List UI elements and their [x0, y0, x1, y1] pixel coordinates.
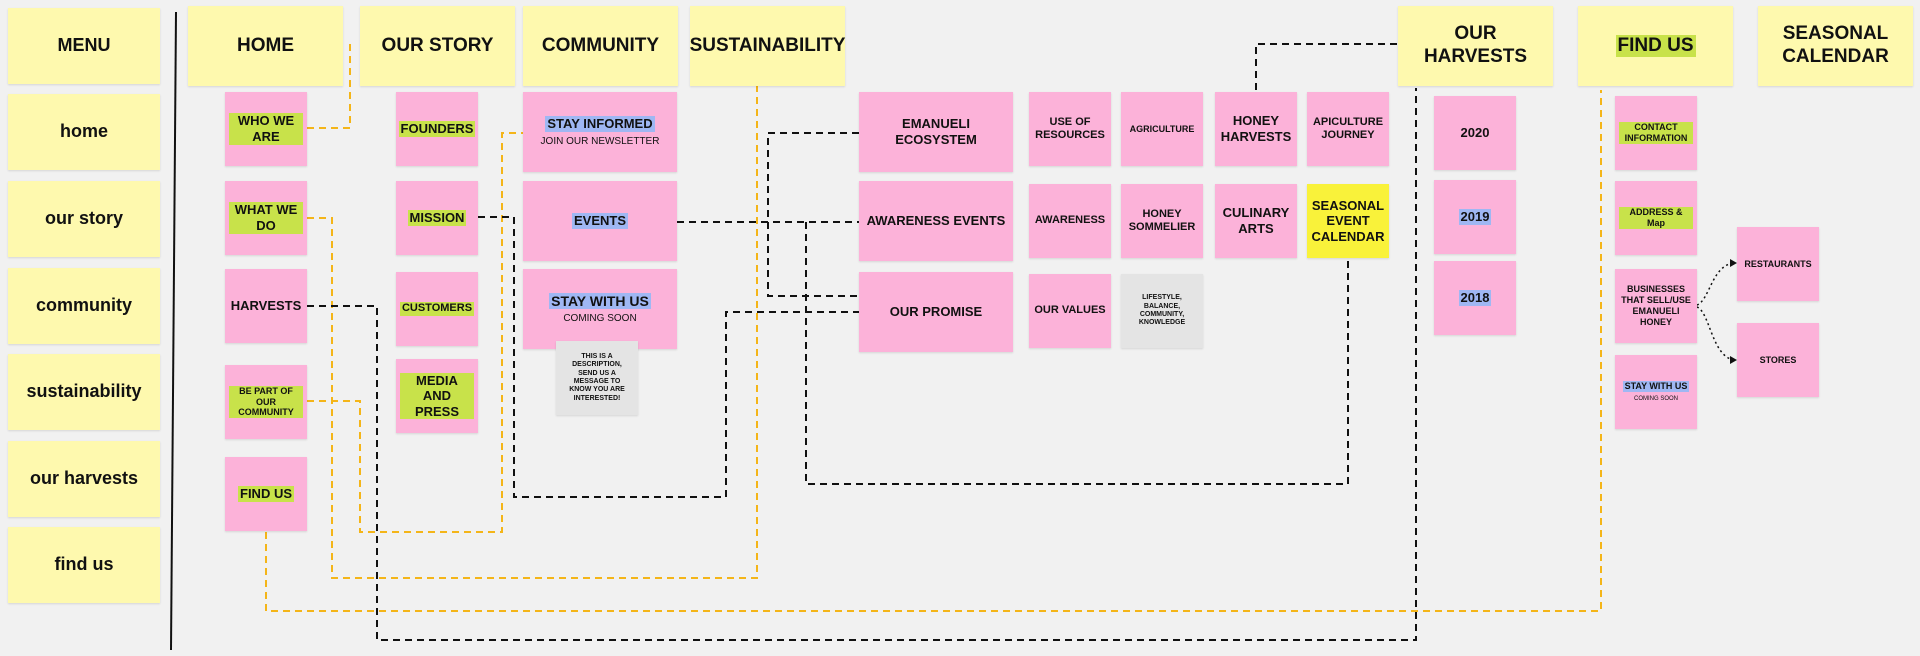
menu-item-our-story[interactable]: our story: [8, 181, 160, 257]
note-what-we-do[interactable]: WHAT WE DO: [225, 181, 307, 255]
harvest-2019-label: 2019: [1458, 209, 1492, 225]
note-events[interactable]: EVENTS: [523, 181, 677, 261]
note-our-promise[interactable]: OUR PROMISE: [859, 272, 1013, 352]
note-seasonal-event-calendar[interactable]: SEASONAL EVENT CALENDAR: [1307, 184, 1389, 258]
note-founders[interactable]: FOUNDERS: [396, 92, 478, 166]
founders-label: FOUNDERS: [398, 121, 476, 137]
mission-label: MISSION: [407, 210, 467, 226]
note-harvest-2019[interactable]: 2019: [1434, 180, 1516, 254]
note-who-we-are[interactable]: WHO WE ARE: [225, 92, 307, 166]
menu-item-sustainability[interactable]: sustainability: [8, 354, 160, 430]
menu-item-our-harvests[interactable]: our harvests: [8, 441, 160, 517]
column-header-seasonal-calendar: SEASONAL CALENDAR: [1758, 6, 1913, 86]
column-header-home: HOME: [188, 6, 343, 86]
stay-informed-subtitle: JOIN OUR NEWSLETTER: [540, 135, 660, 147]
find-us-stay-with-us-subtitle: COMING SOON: [1633, 395, 1678, 402]
column-header-sustainability: SUSTAINABILITY: [690, 6, 845, 86]
find-us-header-label: FIND US: [1615, 34, 1696, 58]
harvest-2018-label: 2018: [1458, 290, 1492, 306]
note-restaurants[interactable]: RESTAURANTS: [1737, 227, 1819, 301]
column-header-community: COMMUNITY: [523, 6, 678, 86]
what-we-do-label: WHAT WE DO: [229, 202, 303, 234]
events-label: EVENTS: [571, 213, 628, 229]
note-stay-with-us[interactable]: STAY WITH US COMING SOON: [523, 269, 677, 349]
stay-informed-label: STAY INFORMED: [545, 116, 655, 132]
menu-divider: [170, 11, 177, 651]
connector-events-to-calendar: [805, 222, 1349, 485]
connector-businesses-to-restaurants: [1696, 262, 1736, 306]
note-find-us[interactable]: FIND US: [225, 457, 307, 531]
note-emanueli-ecosystem[interactable]: EMANUELI ECOSYSTEM: [859, 92, 1013, 172]
connector-ecosystem-to-sustainability: [767, 132, 859, 297]
note-mission[interactable]: MISSION: [396, 181, 478, 255]
menu-item-home[interactable]: home: [8, 94, 160, 170]
note-businesses[interactable]: BUSINESSES THAT SELL/USE EMANUELI HONEY: [1615, 269, 1697, 343]
note-agriculture[interactable]: AGRICULTURE: [1121, 92, 1203, 166]
menu-item-find-us[interactable]: find us: [8, 527, 160, 603]
menu-header: MENU: [8, 8, 160, 84]
note-our-values[interactable]: OUR VALUES: [1029, 274, 1111, 348]
note-find-us-stay-with-us[interactable]: STAY WITH US COMING SOON: [1615, 355, 1697, 429]
note-use-of-resources[interactable]: USE OF RESOURCES: [1029, 92, 1111, 166]
menu-item-community[interactable]: community: [8, 268, 160, 344]
connector-harvests-header-to-honey: [1255, 43, 1397, 92]
find-us-label: FIND US: [238, 486, 294, 502]
be-part-label: BE PART OF OUR COMMUNITY: [229, 385, 303, 419]
note-contact-information[interactable]: CONTACT INFORMATION: [1615, 96, 1697, 170]
note-honey-sommelier[interactable]: HONEY SOMMELIER: [1121, 184, 1203, 258]
stay-with-us-label: STAY WITH US: [549, 292, 651, 310]
arrowhead-stores: [1730, 356, 1737, 364]
connector-what-we-do-to-sustainability: [307, 86, 758, 579]
connector-mission-to-promise: [478, 216, 859, 498]
contact-label: CONTACT INFORMATION: [1619, 122, 1693, 144]
note-harvest-2020[interactable]: 2020: [1434, 96, 1516, 170]
stay-with-us-subtitle: COMING SOON: [563, 313, 637, 325]
column-header-our-story: OUR STORY: [360, 6, 515, 86]
find-us-stay-with-us-label: STAY WITH US: [1622, 381, 1690, 392]
note-description: THIS IS A DESCRIPTION, SEND US A MESSAGE…: [556, 341, 638, 415]
who-we-are-label: WHO WE ARE: [229, 113, 303, 145]
note-lifestyle: LIFESTYLE, BALANCE, COMMUNITY, KNOWLEDGE: [1121, 274, 1203, 348]
note-awareness[interactable]: AWARENESS: [1029, 184, 1111, 258]
column-header-find-us: FIND US: [1578, 6, 1733, 86]
address-label: ADDRESS & Map: [1619, 207, 1693, 229]
note-apiculture-journey[interactable]: APICULTURE JOURNEY: [1307, 92, 1389, 166]
connector-who-we-are-to-our-story: [307, 44, 351, 129]
note-media-and-press[interactable]: MEDIA AND PRESS: [396, 359, 478, 433]
customers-label: CUSTOMERS: [399, 302, 475, 316]
note-address-map[interactable]: ADDRESS & Map: [1615, 181, 1697, 255]
connector-be-part-to-stay-informed: [307, 132, 524, 533]
note-customers[interactable]: CUSTOMERS: [396, 272, 478, 346]
column-header-our-harvests: OUR HARVESTS: [1398, 6, 1553, 86]
note-awareness-events[interactable]: AWARENESS EVENTS: [859, 181, 1013, 261]
note-be-part-of-community[interactable]: BE PART OF OUR COMMUNITY: [225, 365, 307, 439]
note-harvests[interactable]: HARVESTS: [225, 269, 307, 343]
connector-find-us-to-find-us: [265, 90, 1602, 612]
connector-businesses-to-stores: [1696, 306, 1736, 361]
note-culinary-arts[interactable]: CULINARY ARTS: [1215, 184, 1297, 258]
note-stores[interactable]: STORES: [1737, 323, 1819, 397]
note-harvest-2018[interactable]: 2018: [1434, 261, 1516, 335]
note-stay-informed[interactable]: STAY INFORMED JOIN OUR NEWSLETTER: [523, 92, 677, 172]
connector-harvests-to-our-harvests: [307, 88, 1417, 641]
note-honey-harvests[interactable]: HONEY HARVESTS: [1215, 92, 1297, 166]
media-label: MEDIA AND PRESS: [400, 372, 474, 420]
arrowhead-restaurants: [1730, 259, 1737, 267]
